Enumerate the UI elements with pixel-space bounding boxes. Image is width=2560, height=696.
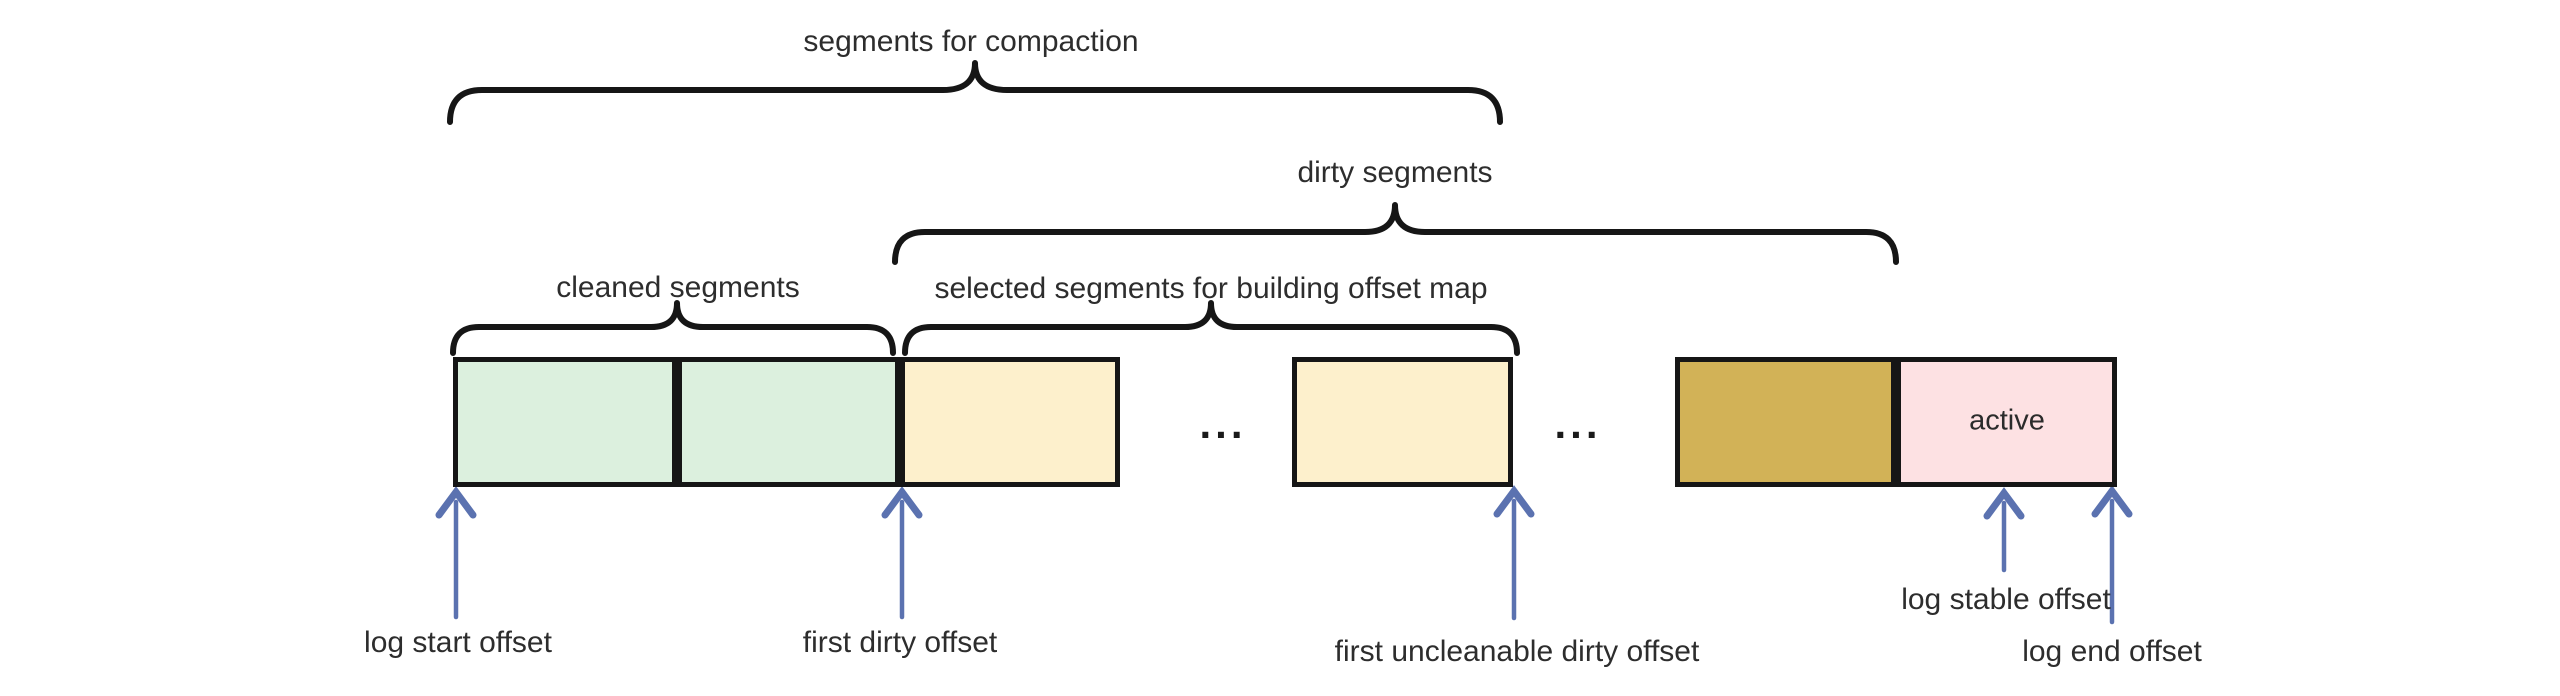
arrow-head-icon bbox=[1493, 485, 1535, 518]
brace-segments-for-compaction bbox=[447, 60, 1503, 125]
segment-dirty-2 bbox=[1292, 357, 1513, 487]
segment-active bbox=[1896, 357, 2117, 487]
arrow-head-icon bbox=[2091, 485, 2133, 518]
segment-uncleanable bbox=[1675, 357, 1896, 487]
brace-cleaned-segments bbox=[450, 300, 896, 356]
brace-dirty-segments bbox=[892, 202, 1899, 265]
arrow-log-start-offset bbox=[435, 486, 477, 620]
segment-dirty-1 bbox=[900, 357, 1120, 487]
offset-label-log-start: log start offset bbox=[364, 625, 552, 659]
arrow-log-end-offset bbox=[2091, 485, 2133, 625]
arrow-head-icon bbox=[881, 486, 923, 519]
arrow-log-stable-offset bbox=[1983, 487, 2025, 573]
arrow-first-uncleanable-dirty-offset bbox=[1493, 485, 1535, 621]
brace-label-dirty-segments: dirty segments bbox=[1297, 155, 1493, 189]
arrows-group bbox=[435, 485, 2133, 625]
offset-label-log-stable: log stable offset bbox=[1901, 582, 2111, 616]
ellipsis-2: ... bbox=[1554, 400, 1602, 447]
offset-label-first-uncleanable-dirty: first uncleanable dirty offset bbox=[1334, 634, 1700, 668]
segment-cleaned-1 bbox=[453, 357, 677, 487]
brace-selected-segments bbox=[902, 300, 1520, 356]
braces-group bbox=[447, 60, 1899, 356]
brace-label-selected-segments: selected segments for building offset ma… bbox=[934, 271, 1488, 305]
arrow-first-dirty-offset bbox=[881, 486, 923, 620]
active-segment-label: active bbox=[1969, 404, 2045, 437]
arrow-head-icon bbox=[1983, 487, 2025, 520]
offset-label-first-dirty: first dirty offset bbox=[802, 625, 998, 659]
segment-cleaned-2 bbox=[677, 357, 900, 487]
arrow-head-icon bbox=[435, 486, 477, 519]
brace-label-cleaned-segments: cleaned segments bbox=[556, 270, 800, 304]
ellipsis-1: ... bbox=[1199, 400, 1247, 447]
brace-label-segments-for-compaction: segments for compaction bbox=[803, 24, 1139, 58]
offset-label-log-end: log end offset bbox=[2022, 634, 2202, 668]
